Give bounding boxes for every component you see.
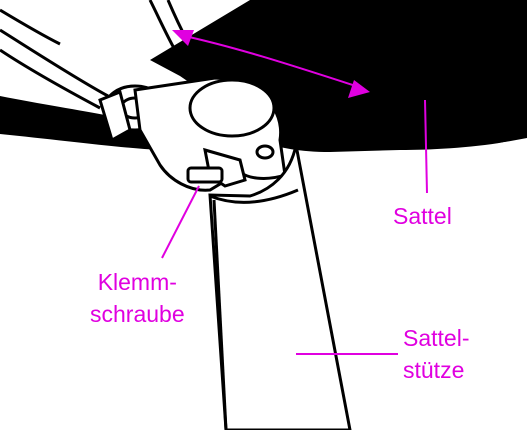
label-clamp-screw-line1: Klemm- [90,266,185,298]
label-seatpost-line2: stütze [403,354,469,386]
label-clamp-screw: Klemm- schraube [90,266,185,330]
label-saddle: Sattel [393,201,452,231]
clamp-screw-pointer-line [162,186,199,258]
seatpost-tube [210,145,350,430]
label-clamp-screw-line2: schraube [90,298,185,330]
label-seatpost-line1: Sattel- [403,322,469,354]
label-seatpost: Sattel- stütze [403,322,469,386]
